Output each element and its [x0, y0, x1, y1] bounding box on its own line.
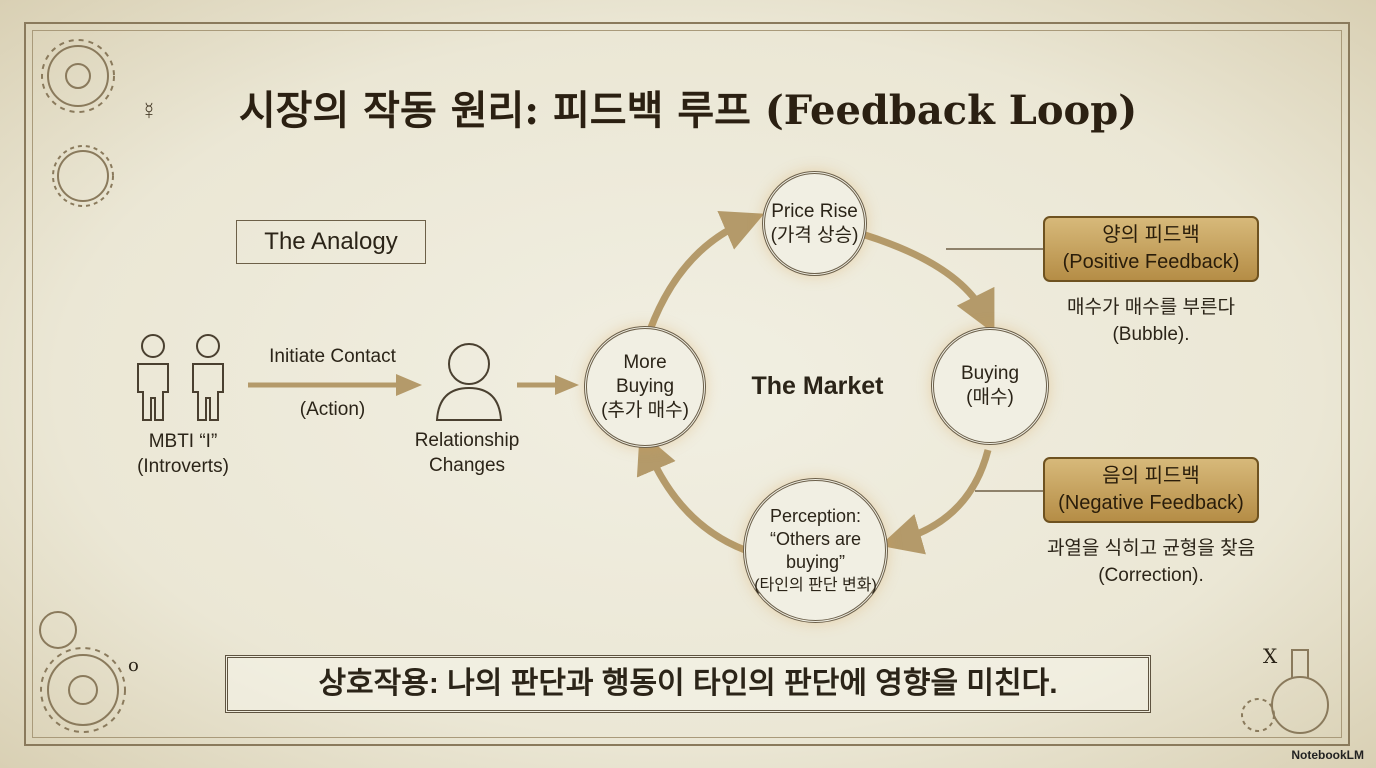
slide-inner-border [32, 30, 1342, 738]
interaction-summary-banner: 상호작용: 나의 판단과 행동이 타인의 판단에 영향을 미친다. [225, 655, 1151, 713]
decor-letter-x: X [1263, 644, 1278, 668]
node-price-rise: Price Rise(가격 상승) [762, 171, 867, 276]
gear-icon [41, 39, 115, 207]
negative-feedback-badge: 음의 피드백(Negative Feedback) [1043, 457, 1259, 523]
to-market-arrow-icon [517, 375, 579, 395]
mercury-symbol-icon: ☿ [140, 98, 158, 125]
slide-border [24, 22, 1350, 746]
person-icon [435, 343, 503, 421]
action-label: (Action) [299, 399, 366, 420]
positive-connector [946, 248, 1043, 250]
introverts-label: MBTI “I” (Introverts) [137, 431, 229, 477]
notebooklm-brand: NotebookLM [1291, 748, 1364, 762]
negative-feedback-desc: 과열을 식히고 균형을 찾음(Correction). [1046, 538, 1256, 586]
arrow-more-to-price [646, 211, 765, 332]
arrow-buying-to-perception [879, 449, 992, 555]
market-center-label: The Market [751, 372, 884, 400]
action-arrow-icon [248, 374, 422, 396]
negative-connector [975, 490, 1043, 492]
analogy-label: The Analogy [236, 220, 426, 264]
gear-icon [39, 611, 126, 733]
relationship-changes-label: Relationship Changes [414, 430, 520, 476]
arrow-price-to-buying [863, 231, 995, 334]
decor-letter-o: o [128, 655, 139, 676]
two-people-icon [137, 334, 224, 421]
initiate-contact-label: Initiate Contact [269, 346, 396, 367]
positive-feedback-desc: 매수가 매수를 부른다(Bubble). [1067, 297, 1235, 345]
slide-title: 시장의 작동 원리: 피드백 루프 (Feedback Loop) [238, 87, 1138, 134]
feedback-loop-arrows [636, 211, 995, 555]
arrow-perception-to-more [636, 430, 747, 554]
flask-icon [1241, 649, 1329, 734]
node-buying: Buying(매수) [931, 327, 1049, 445]
positive-feedback-badge: 양의 피드백(Positive Feedback) [1043, 216, 1259, 282]
